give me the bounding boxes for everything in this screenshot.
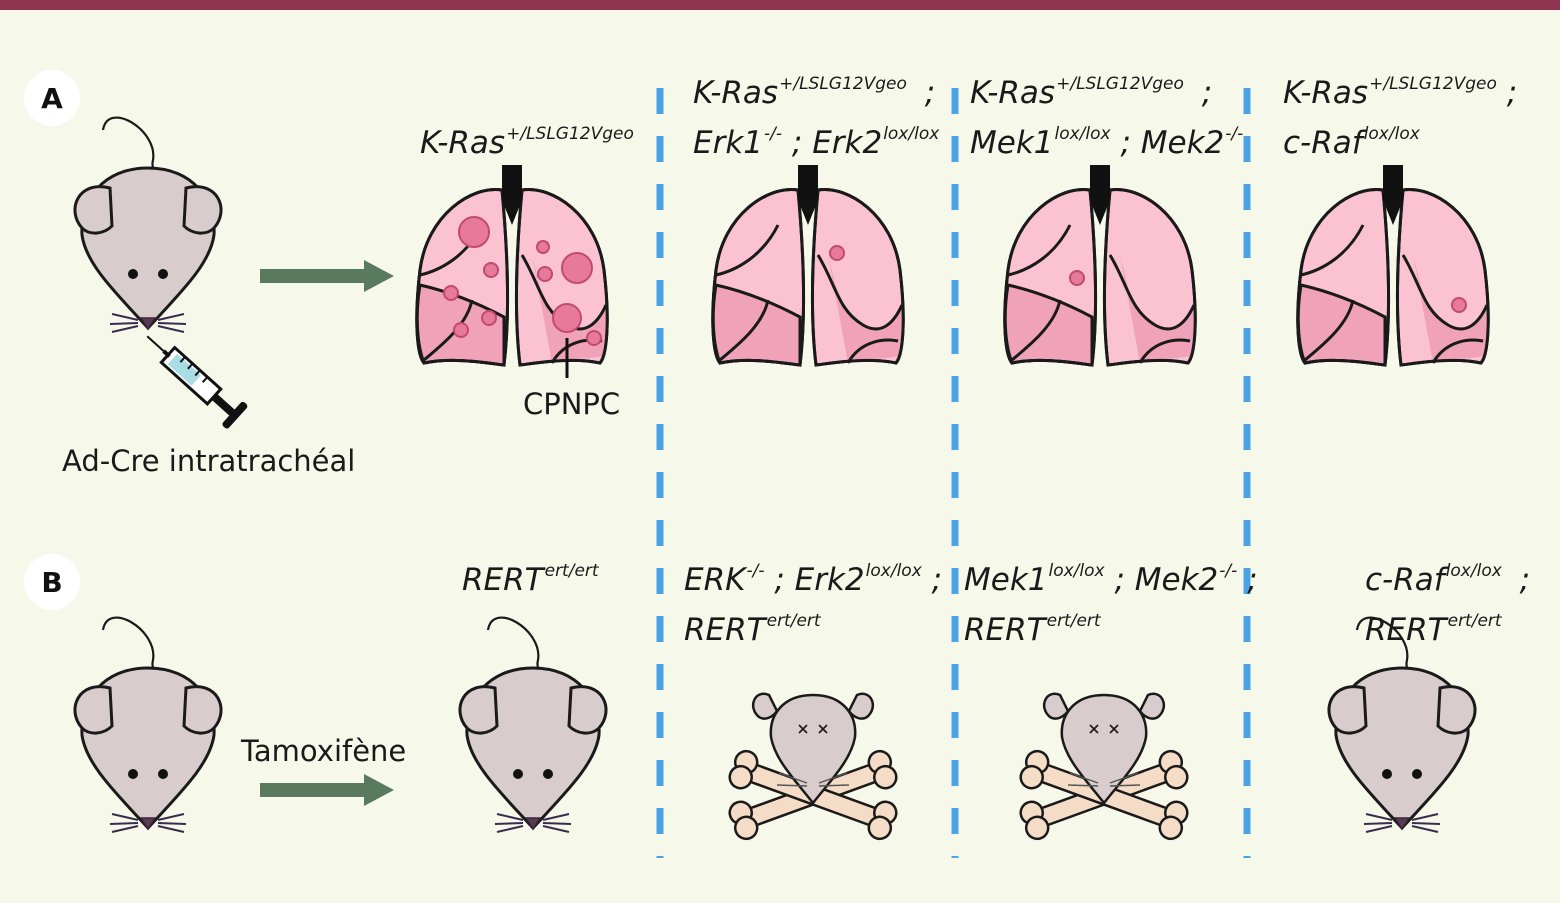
lungs-krasonly xyxy=(417,165,607,378)
genotype-a-col4-line1: K-Ras+/LSLG12Vgeo ; xyxy=(1283,76,1517,109)
top-bar xyxy=(0,0,1560,10)
injection-label: Ad-Cre intratrachéal xyxy=(62,447,355,476)
panel-a-badge: A xyxy=(24,70,80,126)
lungs-craf xyxy=(1298,165,1488,365)
genotype-a-col2-line2: Erk1-/- ; Erk2lox/lox xyxy=(693,126,939,159)
dead-mouse-mek xyxy=(1018,694,1191,842)
genotype-b-col2-line2: RERTert/ert xyxy=(684,613,821,646)
genotype-b-col3-line2: RERTert/ert xyxy=(964,613,1101,646)
genotype-a-col3-line2: Mek1lox/lox ; Mek2-/- xyxy=(970,126,1243,159)
genotype-b-col3-line1: Mek1lox/lox ; Mek2-/- ; xyxy=(964,563,1258,596)
mouse-panel-b-start xyxy=(75,618,221,832)
mouse-panel-a xyxy=(75,118,221,332)
genotype-a-col1: K-Ras+/LSLG12Vgeo xyxy=(420,126,634,159)
panel-b-badge: B xyxy=(24,554,80,610)
syringe-icon xyxy=(136,324,248,429)
genotype-a-col4-line2: c-Raflox/lox xyxy=(1283,126,1420,159)
lungs-erk xyxy=(713,165,903,365)
treatment-label: Tamoxifène xyxy=(241,737,406,766)
arrow-panel-b xyxy=(260,774,394,806)
mouse-craf xyxy=(1329,618,1475,832)
tumor-label: CPNPC xyxy=(523,390,620,419)
mouse-rert xyxy=(460,618,606,832)
genotype-a-col3-line1: K-Ras+/LSLG12Vgeo ; xyxy=(970,76,1212,109)
genotype-a-col2-line1: K-Ras+/LSLG12Vgeo ; xyxy=(693,76,935,109)
genotype-b-col1: RERTert/ert xyxy=(462,563,599,596)
genotype-b-col2-line1: ERK-/- ; Erk2lox/lox ; xyxy=(684,563,942,596)
arrow-panel-a xyxy=(260,260,394,292)
dead-mouse-erk xyxy=(727,694,900,842)
lungs-mek xyxy=(1005,165,1195,365)
genotype-b-col4-line1: c-Raflox/lox ; xyxy=(1365,563,1530,596)
genotype-b-col4-line2: RERTert/ert xyxy=(1365,613,1502,646)
